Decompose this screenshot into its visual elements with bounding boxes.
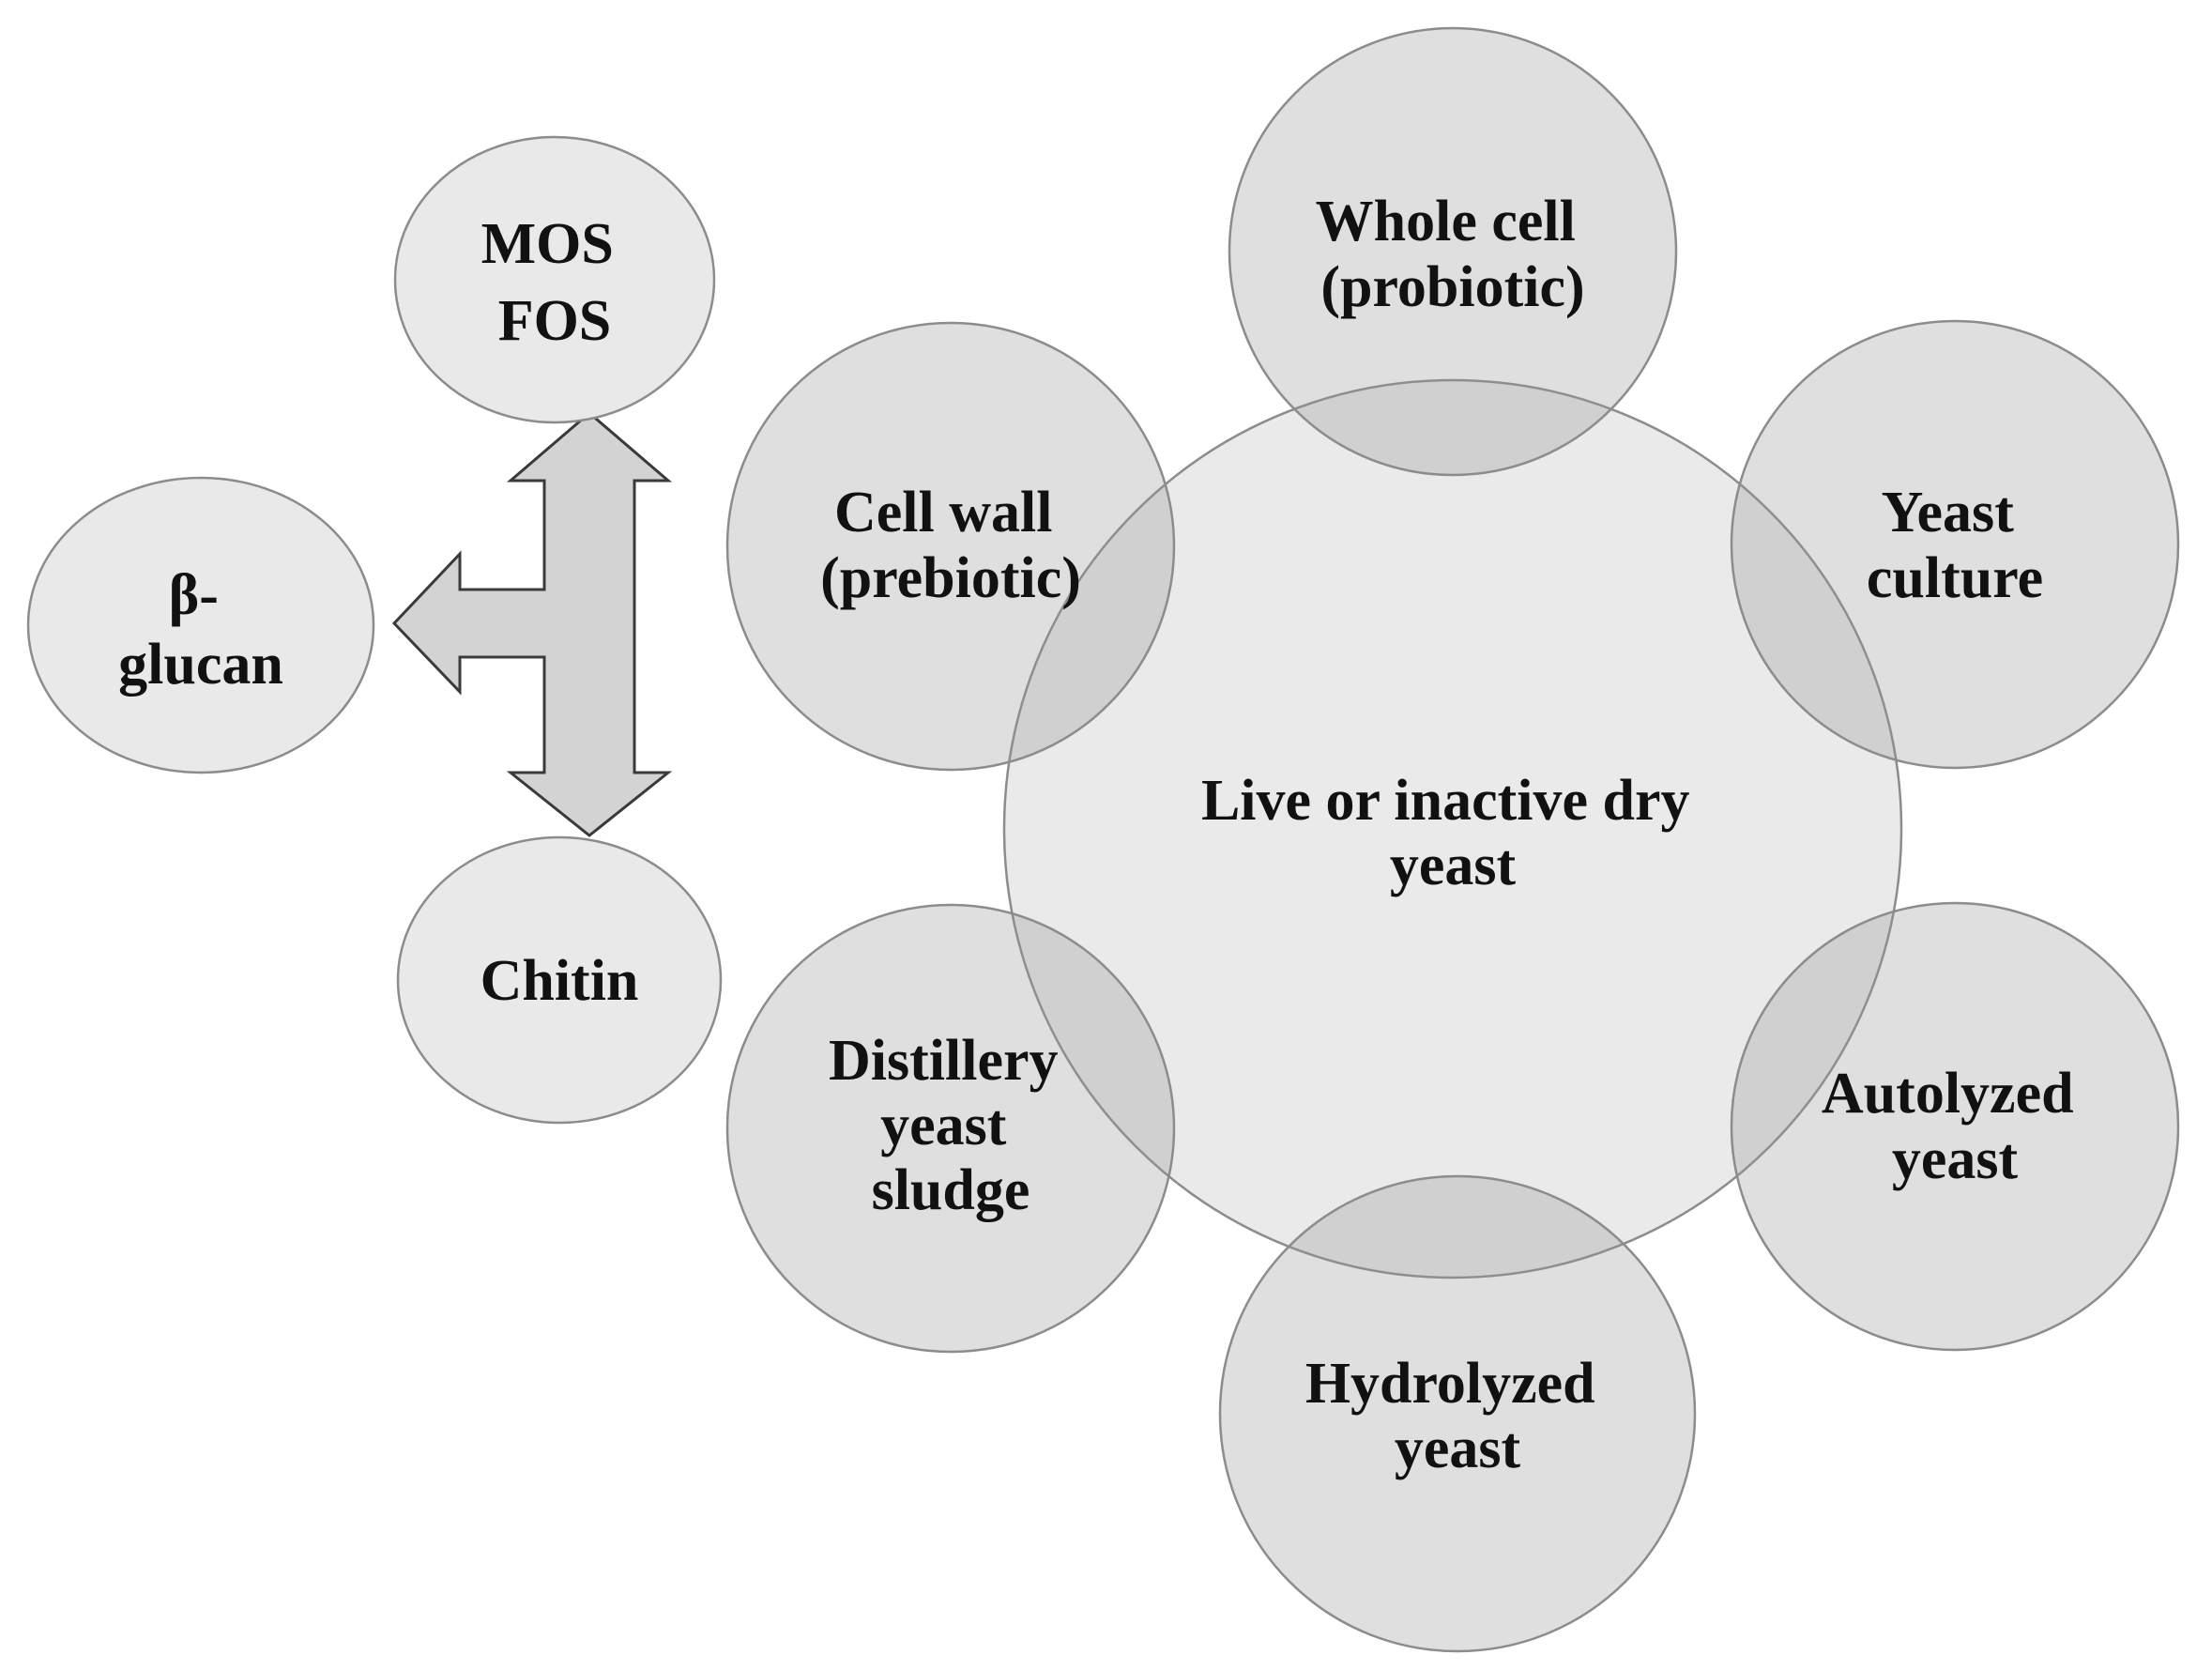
node-distillery-yeast-sludge: Distillery yeast sludge <box>725 903 1176 1354</box>
node-yeast-culture: Yeast culture <box>1730 319 2180 770</box>
center-label-line: Live or inactive dry <box>1201 769 1690 833</box>
center-label-line: yeast <box>1390 834 1517 897</box>
center-node: Live or inactive dry yeast <box>1002 378 1903 1279</box>
yeast-culture-label-line: culture <box>1867 546 2043 610</box>
autolyzed-yeast-label-line: yeast <box>1892 1127 2019 1191</box>
node-hydrolyzed-yeast: Hydrolyzed yeast <box>1218 1174 1697 1653</box>
mos-fos-label: MOS FOS <box>481 212 629 353</box>
node-autolyzed-yeast: Autolyzed yeast <box>1730 901 2180 1352</box>
beta-glucan-label-line: β- <box>169 563 219 627</box>
hydrolyzed-yeast-label-line: yeast <box>1395 1417 1521 1480</box>
cell-wall-label-line: Cell wall <box>834 481 1052 544</box>
node-chitin: Chitin <box>396 835 723 1125</box>
chitin-label: Chitin <box>481 949 639 1013</box>
distillery-yeast-sludge-circle <box>725 903 1176 1354</box>
hydrolyzed-yeast-circle <box>1218 1174 1697 1653</box>
cell-wall-label: Cell wall (prebiotic) <box>820 481 1081 610</box>
distillery-yeast-sludge-label: Distillery yeast sludge <box>829 1029 1073 1222</box>
beta-glucan-ellipse <box>26 476 375 774</box>
autolyzed-yeast-circle <box>1730 901 2180 1352</box>
yeast-culture-circle <box>1730 319 2180 770</box>
whole-cell-circle <box>1228 26 1678 477</box>
yeast-culture-label: Yeast culture <box>1867 481 2043 610</box>
yeast-culture-label-line: Yeast <box>1882 481 2015 544</box>
three-way-arrow <box>391 411 673 837</box>
distillery-yeast-sludge-label-line: yeast <box>880 1094 1007 1157</box>
node-whole-cell: Whole cell (probiotic) <box>1228 26 1678 477</box>
hydrolyzed-yeast-label: Hydrolyzed yeast <box>1305 1352 1609 1480</box>
chitin-ellipse <box>396 835 723 1125</box>
mos-fos-ellipse <box>393 135 716 424</box>
cell-wall-label-line: (prebiotic) <box>820 546 1081 610</box>
beta-glucan-label-line: glucan <box>118 633 283 697</box>
cell-wall-circle <box>725 321 1176 772</box>
beta-glucan-label: β- glucan <box>118 563 283 697</box>
whole-cell-label-line: Whole cell <box>1316 190 1576 253</box>
distillery-yeast-sludge-label-line: Distillery <box>829 1029 1059 1093</box>
whole-cell-label: Whole cell (probiotic) <box>1316 190 1591 319</box>
hydrolyzed-yeast-label-line: Hydrolyzed <box>1305 1352 1595 1416</box>
whole-cell-label-line: (probiotic) <box>1320 255 1584 319</box>
autolyzed-yeast-label: Autolyzed yeast <box>1822 1062 2088 1191</box>
node-mos-fos: MOS FOS <box>393 135 716 424</box>
center-circle <box>1002 378 1903 1279</box>
chitin-label-line: Chitin <box>481 949 639 1013</box>
mos-fos-label-line: FOS <box>498 289 612 353</box>
distillery-yeast-sludge-label-line: sludge <box>872 1158 1030 1222</box>
node-beta-glucan: β- glucan <box>26 476 375 774</box>
center-label: Live or inactive dry yeast <box>1201 769 1704 897</box>
node-cell-wall: Cell wall (prebiotic) <box>725 321 1176 772</box>
mos-fos-label-line: MOS <box>481 212 614 276</box>
autolyzed-yeast-label-line: Autolyzed <box>1822 1062 2074 1126</box>
